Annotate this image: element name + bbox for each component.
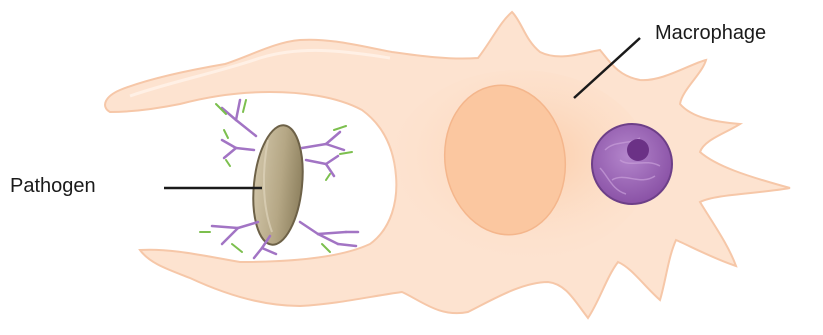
antibody-icon [216,100,256,136]
macrophage-label: Macrophage [655,22,766,45]
pathogen-label: Pathogen [10,175,96,198]
antibody-icon [222,130,254,166]
antibody-icon [200,222,258,252]
antibody-icon [302,126,352,154]
nucleus [592,124,672,204]
pathogen [248,123,308,247]
antibody-icon [306,156,338,180]
antibody-icon [300,222,358,252]
